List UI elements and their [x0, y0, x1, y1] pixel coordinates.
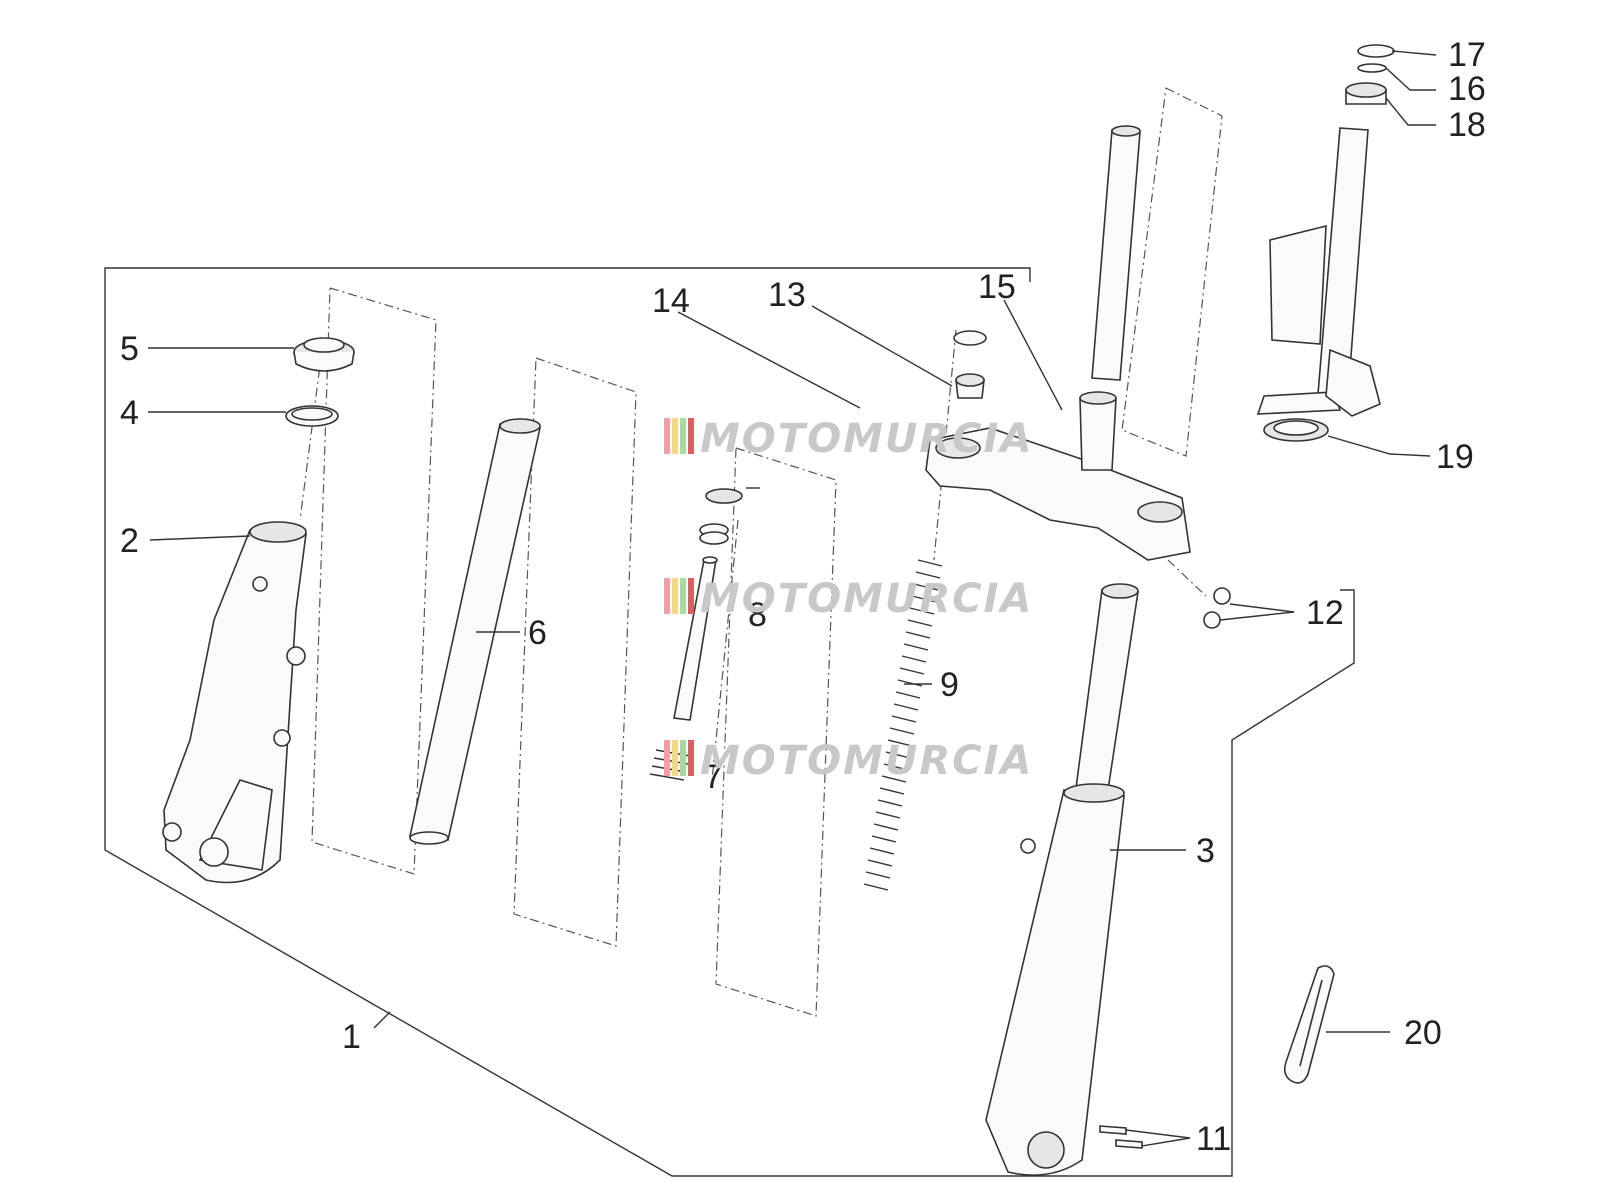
callout-labels: 1 2 3 4 5 6 7 8 9 11 12 13 14 15 16 17 1…: [120, 36, 1486, 1158]
watermark-3: MOTOMURCIA: [664, 738, 1033, 784]
callout-20: 20: [1404, 1014, 1442, 1052]
leader-lines: [148, 50, 1437, 1147]
callout-12: 12: [1306, 594, 1344, 632]
watermark-stripe: [672, 740, 678, 776]
callout-4: 4: [120, 394, 139, 432]
part-18-bearing: [1345, 82, 1387, 105]
part-17-ring: [1357, 44, 1395, 58]
steering-column: [1256, 127, 1381, 417]
part-15-steering-stem: [1079, 125, 1141, 471]
watermark-text: MOTOMURCIA: [700, 416, 1033, 462]
part-12-bolts: [1203, 587, 1231, 629]
part-5-seal: [293, 337, 355, 372]
part-16-washer: [1357, 63, 1387, 73]
subgroup-box-cartridge: [715, 447, 837, 1017]
part-6-fork-tube: [409, 418, 541, 845]
axis-cartridge: [711, 519, 739, 781]
watermark-stripe: [680, 418, 686, 454]
callout-6: 6: [528, 614, 547, 652]
watermark-text: MOTOMURCIA: [700, 576, 1033, 622]
part-14-triple-clamp: [925, 427, 1191, 561]
part-8-damper-rod: [673, 488, 743, 721]
callout-19: 19: [1436, 438, 1474, 476]
watermark-stripe: [688, 418, 694, 454]
callout-18: 18: [1448, 106, 1486, 144]
assembly-frame: [104, 267, 1355, 1177]
watermark-stripe: [664, 740, 670, 776]
watermark-stripe: [672, 418, 678, 454]
watermark-2: MOTOMURCIA: [664, 576, 1033, 622]
part-20-belt: [1283, 965, 1335, 1084]
watermark-stripe: [680, 740, 686, 776]
part-11-screws: [1099, 1125, 1143, 1149]
subgroup-box-left: [311, 287, 437, 875]
callout-9: 9: [940, 666, 959, 704]
callout-7: 7: [704, 758, 723, 796]
callout-1: 1: [342, 1018, 361, 1056]
part-3-fork-leg: [985, 583, 1139, 1176]
watermark-text: MOTOMURCIA: [700, 738, 1033, 784]
callout-2: 2: [120, 522, 139, 560]
axis-bolts: [1167, 559, 1207, 597]
watermark-stripe: [680, 578, 686, 614]
watermark-stripe: [688, 578, 694, 614]
subgroup-box-steering: [1121, 87, 1223, 457]
callout-11: 11: [1196, 1120, 1231, 1158]
part-19-bearing-lower: [1263, 418, 1329, 442]
callout-16: 16: [1448, 70, 1486, 108]
part-2-fork-slider: [162, 521, 307, 884]
watermark-stripe: [672, 578, 678, 614]
callout-14: 14: [652, 282, 690, 320]
callout-8: 8: [748, 596, 767, 634]
part-9-spring: [863, 559, 943, 891]
callout-3: 3: [1196, 832, 1215, 870]
watermark-stripe: [664, 418, 670, 454]
callout-5: 5: [120, 330, 139, 368]
watermark-stripe: [688, 740, 694, 776]
watermark-stripe: [664, 578, 670, 614]
part-4-ring: [285, 405, 339, 427]
axis-left: [299, 349, 323, 521]
subgroup-box-tube: [513, 357, 637, 947]
watermark-1: MOTOMURCIA: [664, 416, 1033, 462]
callout-13: 13: [768, 276, 806, 314]
callout-15: 15: [978, 268, 1016, 306]
callout-17: 17: [1448, 36, 1486, 74]
part-13-cap: [953, 330, 987, 399]
